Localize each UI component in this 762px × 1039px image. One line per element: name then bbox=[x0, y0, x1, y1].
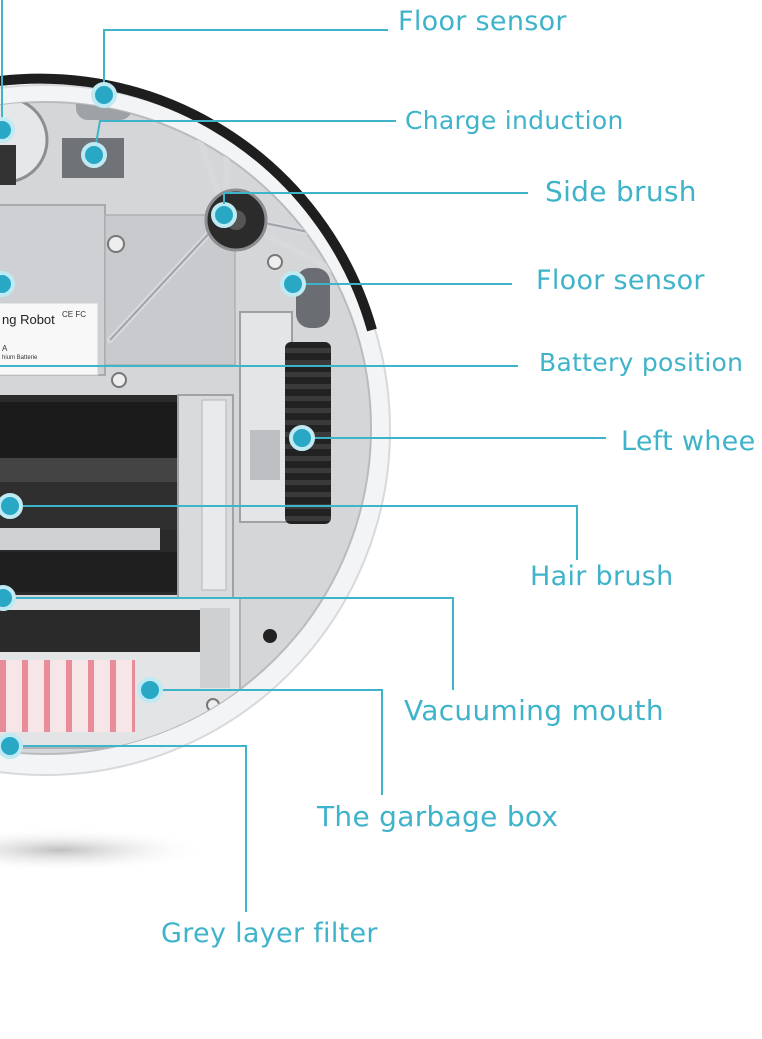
label-charge-induction: Charge induction bbox=[405, 106, 624, 135]
sticker-line-1: A bbox=[2, 344, 8, 353]
label-vacuuming-mouth: Vacuuming mouth bbox=[404, 694, 664, 727]
label-hair-brush: Hair brush bbox=[530, 561, 674, 592]
callout-vacuuming-mouth bbox=[0, 585, 454, 690]
callout-floor-sensor-side bbox=[0, 271, 512, 297]
vacuuming-mouth-slot bbox=[0, 610, 210, 652]
callout-hair-brush bbox=[0, 493, 578, 560]
floor-shadow bbox=[0, 828, 210, 872]
callout-grey-layer-filter bbox=[0, 733, 247, 912]
callout-side-brush bbox=[211, 192, 528, 228]
label-battery-position: Battery position bbox=[539, 348, 744, 377]
sticker-marks: CE FC bbox=[62, 310, 86, 319]
callout-garbage-box bbox=[137, 677, 383, 795]
callout-floor-sensor-top bbox=[0, 0, 388, 143]
callout-charge-induction bbox=[81, 120, 396, 168]
sticker-line-2: hium Batterie bbox=[2, 355, 38, 361]
grey-layer-filter-element bbox=[0, 660, 135, 732]
label-grey-layer-filter: Grey layer filter bbox=[161, 918, 378, 949]
label-floor-sensor-top: Floor sensor bbox=[398, 6, 567, 37]
sticker-title: ng Robot bbox=[2, 312, 55, 327]
wheel-housing bbox=[239, 311, 293, 523]
label-garbage-box: The garbage box bbox=[317, 800, 559, 833]
label-left-wheel: Left whee bbox=[621, 426, 756, 457]
robot-dark-edge bbox=[0, 73, 377, 332]
callout-left-wheel bbox=[289, 425, 606, 451]
label-floor-sensor-side: Floor sensor bbox=[536, 265, 705, 296]
product-sticker bbox=[0, 302, 99, 376]
label-side-brush: Side brush bbox=[545, 175, 697, 208]
